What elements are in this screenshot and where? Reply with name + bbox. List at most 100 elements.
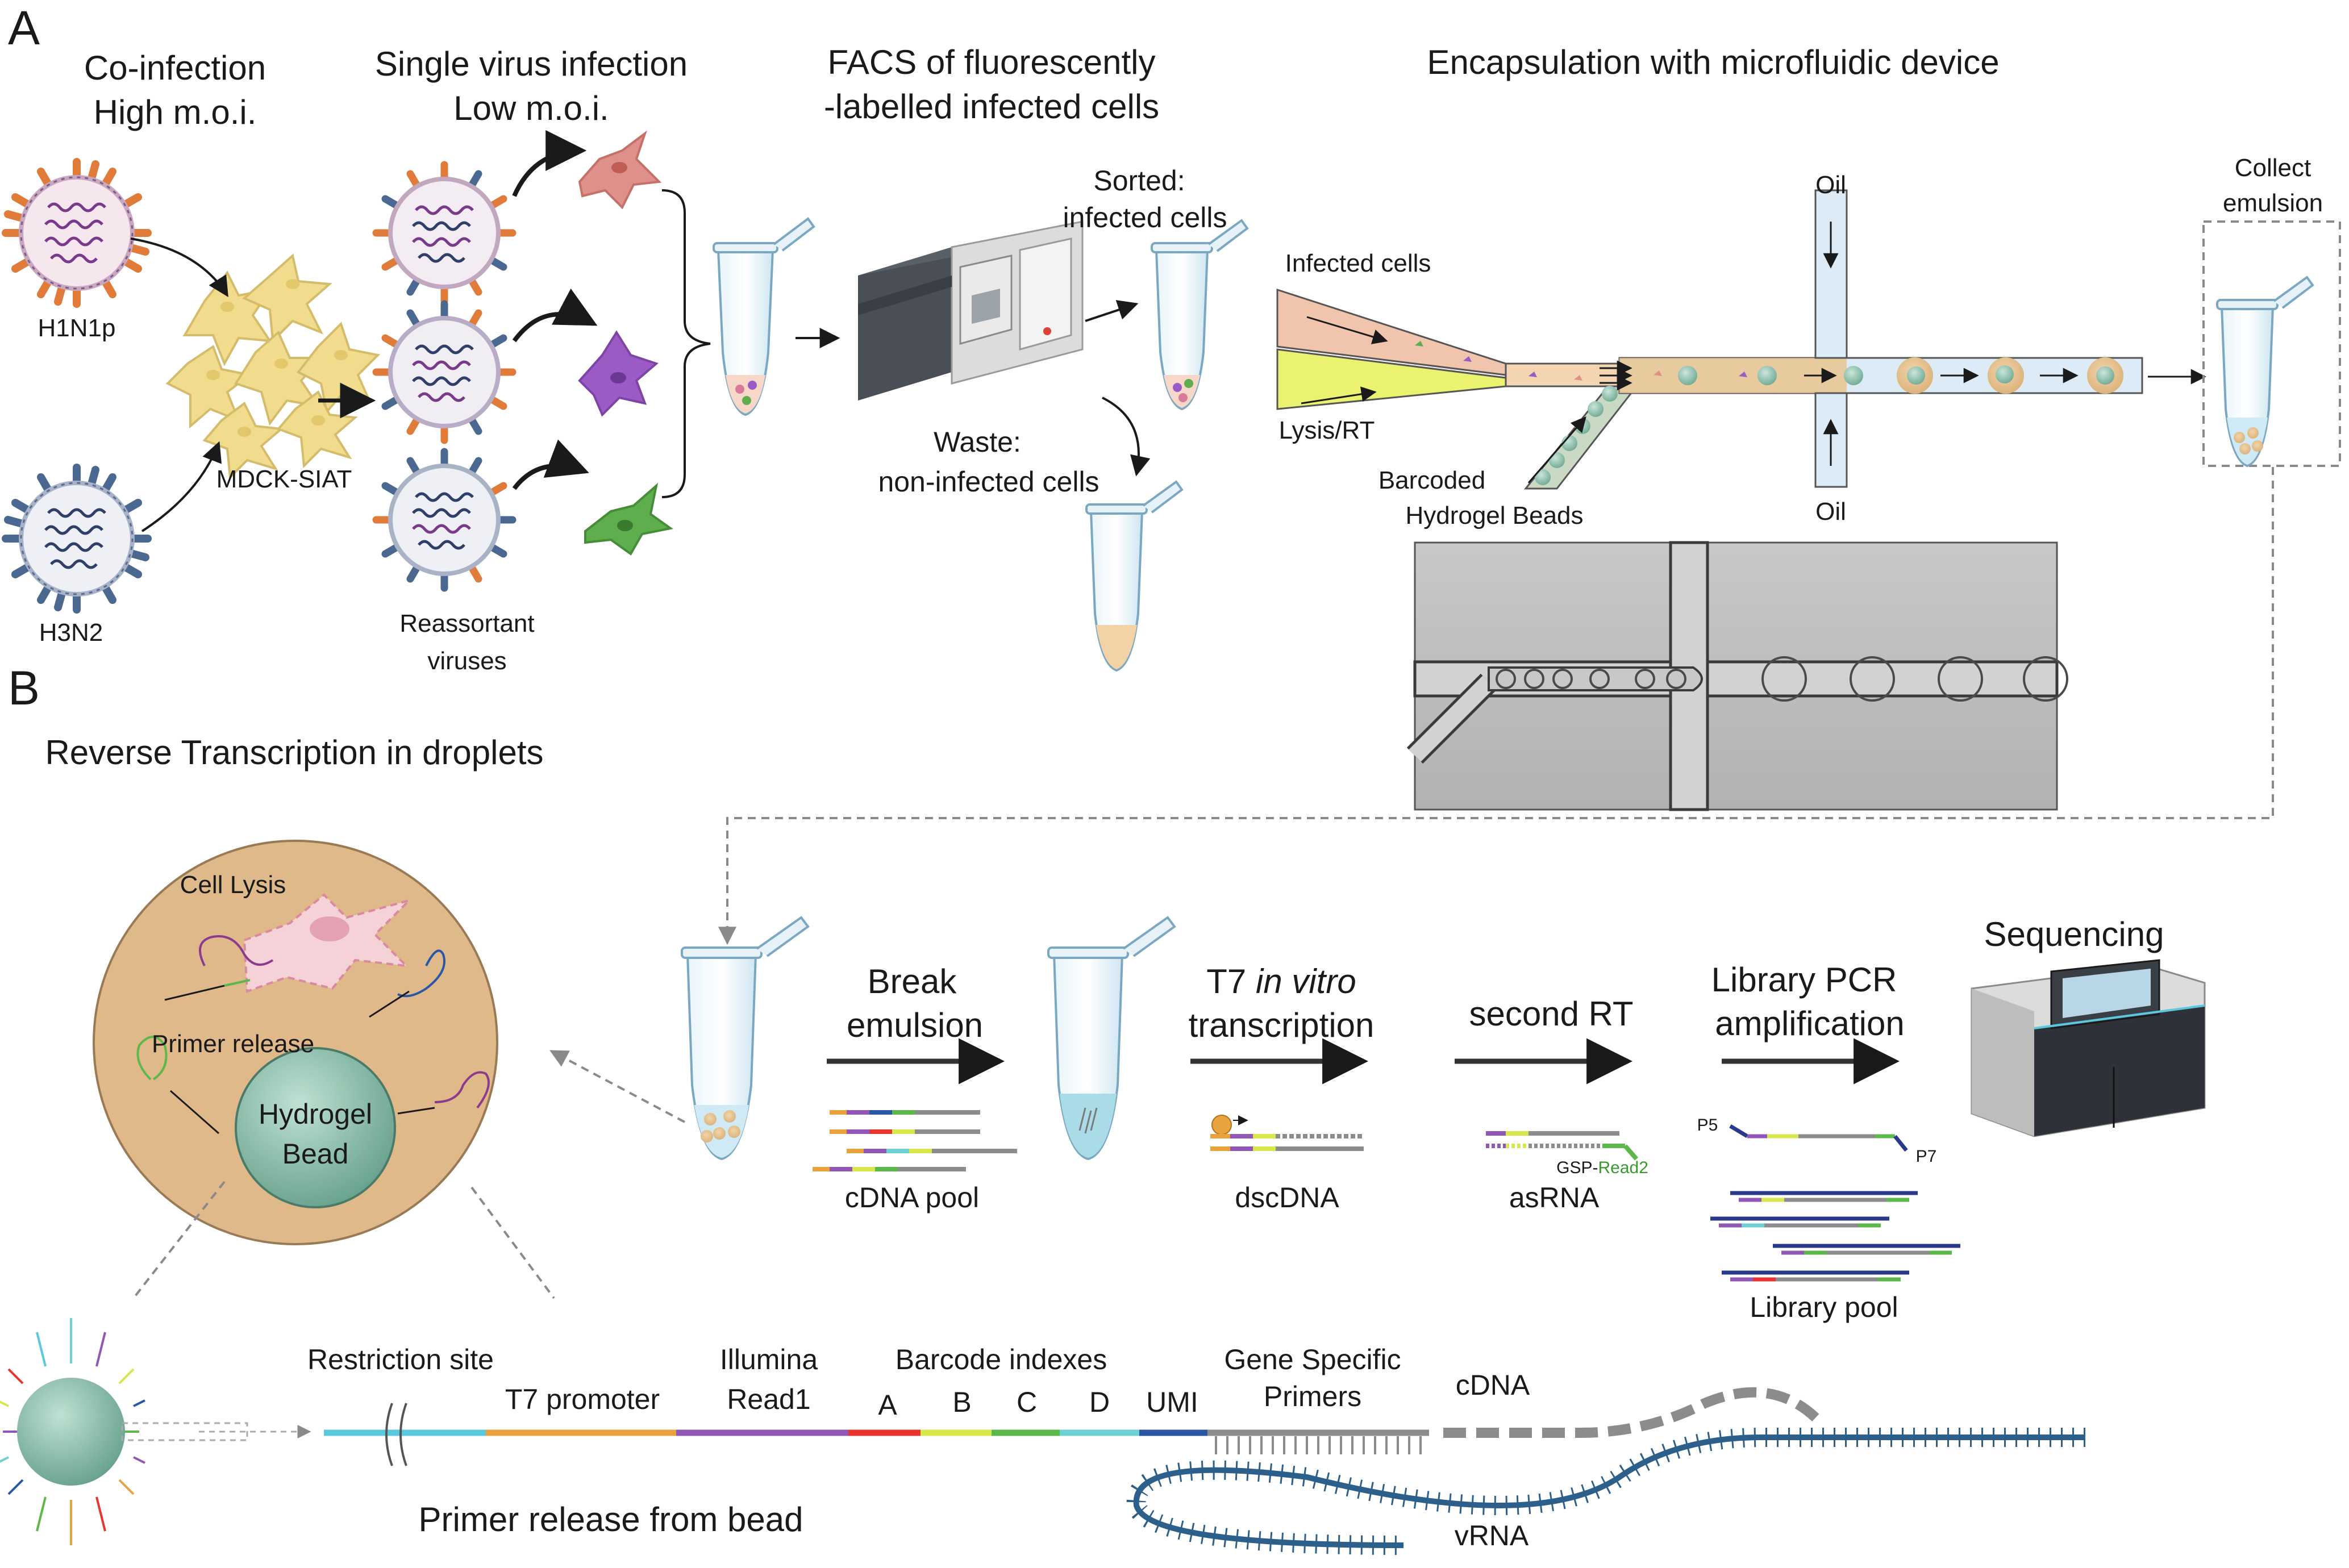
- p7-label: P7: [1916, 1147, 1937, 1166]
- pooled-cells-tube: [713, 217, 815, 416]
- arrow-h1n1-to-cells: [130, 237, 228, 298]
- header-coinfection-line1: Co-infection: [84, 49, 266, 87]
- waste-label-line1: Waste:: [934, 426, 1021, 458]
- arrow-facs-to-waste: [1102, 397, 1151, 477]
- break-label-line1: Break: [868, 962, 957, 1000]
- bead-with-primers: [0, 1318, 311, 1545]
- reassortant-label-line1: Reassortant: [399, 610, 534, 637]
- waste-tube: [1085, 480, 1184, 672]
- emulsion-tube-b: [681, 916, 810, 1161]
- second-rt-label: second RT: [1469, 995, 1633, 1033]
- cdna-strand: [1443, 1387, 1822, 1438]
- arrow-virus3-to-cell: [512, 439, 589, 490]
- t7-promoter-label: T7 promoter: [505, 1383, 660, 1415]
- dashed-route-collect-to-tube: [718, 467, 2274, 945]
- primer-release-from-bead-label: Primer release from bead: [419, 1500, 803, 1538]
- vrna-strand: [1133, 1434, 2085, 1548]
- barcoded-label-line1: Barcoded: [1378, 466, 1485, 494]
- microfluidic-device: [1276, 189, 2143, 490]
- barcode-d-label: D: [1089, 1386, 1110, 1418]
- header-encapsulation: Encapsulation with microfluidic device: [1427, 43, 1999, 81]
- hydrogel-label-line1: Hydrogel: [259, 1098, 372, 1130]
- h1n1p-virus: [2, 158, 152, 308]
- sorted-label-line2: infected cells: [1063, 202, 1227, 233]
- barcode-a-label: A: [878, 1389, 897, 1421]
- cdna-label: cDNA: [1456, 1369, 1530, 1401]
- umi-label: UMI: [1146, 1386, 1198, 1418]
- arrow-virus1-to-cell: [512, 130, 587, 197]
- header-rt-droplets: Reverse Transcription in droplets: [45, 733, 543, 772]
- waste-label-line2: non-infected cells: [878, 466, 1099, 498]
- barcode-c-label: C: [1017, 1386, 1037, 1418]
- sorted-label-line1: Sorted:: [1093, 165, 1185, 197]
- collect-box: [2202, 220, 2341, 467]
- rt-droplet: [93, 840, 498, 1245]
- h3n2-virus: [2, 464, 152, 614]
- zoom-line-right: [470, 1186, 555, 1299]
- library-pcr-label-line2: amplification: [1715, 1004, 1905, 1042]
- p5-label: P5: [1697, 1116, 1718, 1135]
- illumina-label-line1: Illumina: [720, 1344, 818, 1375]
- vrna-label: vRNA: [1455, 1520, 1529, 1552]
- dashed-arrow-tube-to-droplet: [549, 1050, 685, 1123]
- cdna-pool-label: cDNA pool: [845, 1182, 979, 1213]
- asrna-strands: [1486, 1131, 1639, 1161]
- t7-ivt-label-line1: T7 in vitro: [1206, 962, 1356, 1000]
- primer-release-label: Primer release: [152, 1030, 314, 1058]
- h1n1p-label: H1N1p: [38, 314, 116, 342]
- panel-label-a: A: [8, 1, 40, 55]
- reassortant-virus-1: [372, 161, 517, 305]
- dscdna-label: dscDNA: [1235, 1182, 1339, 1213]
- infected-cells-label: Infected cells: [1285, 249, 1431, 277]
- restriction-site-label: Restriction site: [307, 1344, 494, 1375]
- asrna-label: asRNA: [1509, 1182, 1600, 1213]
- broken-emulsion-tube: [1047, 916, 1176, 1161]
- dscdna-strands: [1210, 1115, 1364, 1151]
- break-label-line2: emulsion: [847, 1006, 983, 1044]
- reassortant-virus-3: [372, 448, 517, 592]
- h3n2-label: H3N2: [39, 619, 103, 647]
- reassortant-label-line2: viruses: [427, 647, 506, 675]
- mdck-cells: [165, 253, 381, 480]
- gsp-label-line1: Gene Specific: [1224, 1344, 1401, 1375]
- mdck-label: MDCK-SIAT: [216, 465, 352, 493]
- hydrogel-label-line2: Bead: [282, 1138, 349, 1170]
- collect-label-line1: Collect: [2235, 154, 2311, 182]
- header-single-infection-line1: Single virus infection: [375, 45, 688, 83]
- header-facs-line1: FACS of fluorescently: [828, 43, 1156, 81]
- oil-label-top: Oil: [1815, 171, 1846, 199]
- microscope-image: [1406, 541, 2068, 811]
- reassortant-virus-2: [372, 300, 517, 444]
- t7-ivt-label-line2: transcription: [1189, 1006, 1375, 1044]
- vrna-teeth: [1126, 1428, 2085, 1555]
- restriction-break-mark: [385, 1403, 407, 1466]
- sequencer-machine: [1971, 959, 2206, 1137]
- illumina-label-line2: Read1: [727, 1383, 810, 1415]
- arrow-virus2-to-cell: [512, 288, 598, 343]
- infected-cell-green: [584, 482, 673, 556]
- library-pool-label: Library pool: [1750, 1291, 1898, 1323]
- barcode-b-label: B: [952, 1386, 971, 1418]
- sequencing-label: Sequencing: [1984, 915, 2164, 953]
- arrow-facs-to-sorted: [1085, 300, 1139, 322]
- panel-label-b: B: [8, 661, 40, 715]
- grouping-brace: [661, 189, 711, 498]
- header-coinfection-line2: High m.o.i.: [94, 93, 257, 131]
- collect-label-line2: emulsion: [2223, 189, 2323, 217]
- oil-label-bottom: Oil: [1815, 498, 1846, 526]
- header-single-infection-line2: Low m.o.i.: [453, 89, 609, 127]
- library-pcr-label-line1: Library PCR: [1711, 961, 1897, 999]
- header-facs-line2: -labelled infected cells: [824, 87, 1159, 126]
- cdna-pool-strands: [813, 1110, 1017, 1171]
- emulsion-tube: [2216, 276, 2314, 468]
- barcode-indexes-label: Barcode indexes: [896, 1344, 1107, 1375]
- gsp-teeth: [1215, 1436, 1422, 1454]
- library-strands: [1710, 1124, 1960, 1282]
- lysis-rt-label: Lysis/RT: [1279, 416, 1375, 444]
- arrow-h3n2-to-cells: [141, 441, 222, 532]
- zoom-line-left: [132, 1181, 226, 1299]
- gsp-read2-label: GSP-Read2: [1556, 1158, 1648, 1177]
- facs-machine: [858, 220, 1084, 401]
- cell-lysis-label: Cell Lysis: [180, 871, 286, 899]
